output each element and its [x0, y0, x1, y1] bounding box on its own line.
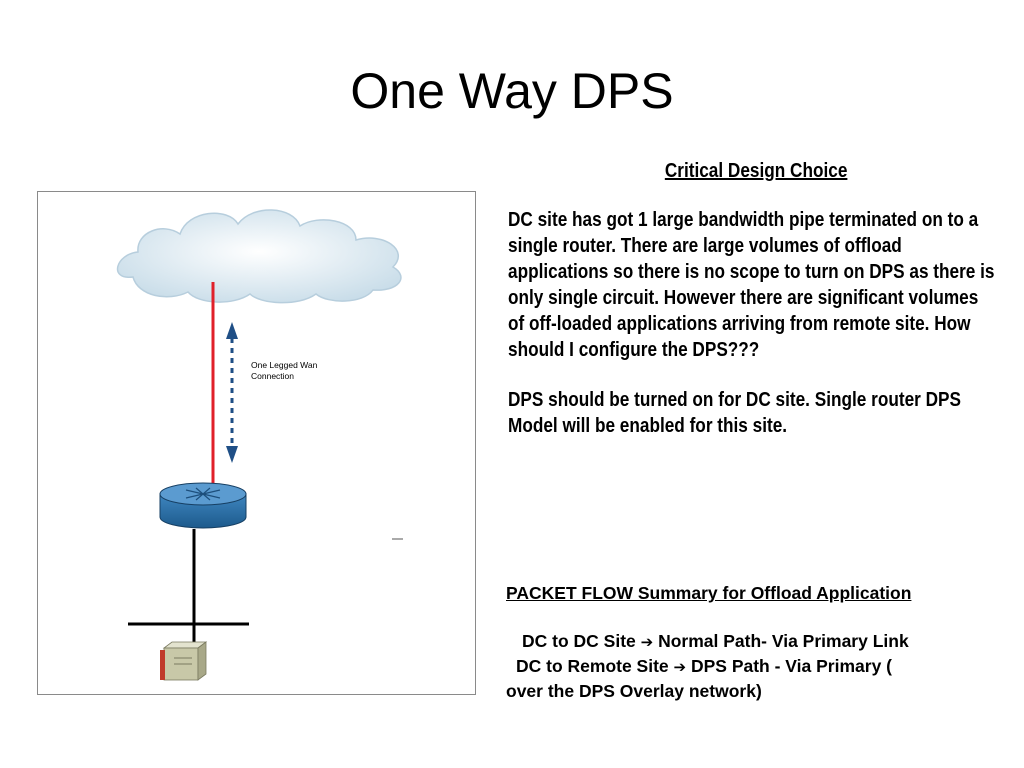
flow-line-dc-to-dc: DC to DC Site ➔ Normal Path- Via Primary… — [506, 629, 986, 654]
design-paragraph-question: DC site has got 1 large bandwidth pipe t… — [508, 209, 995, 361]
right-arrow-icon: ➔ — [673, 658, 687, 676]
cloud-icon — [116, 209, 402, 304]
link-label-line2: Connection — [251, 371, 294, 381]
flow-line-dc-to-remote: DC to Remote Site ➔ DPS Path - Via Prima… — [506, 654, 986, 679]
router-icon — [159, 482, 247, 529]
flow-line-overlay: over the DPS Overlay network) — [506, 681, 762, 701]
network-diagram: One Legged Wan Connection — [37, 191, 476, 695]
right-arrow-icon: ➔ — [640, 633, 654, 651]
flow-path-dps: DPS Path - Via Primary ( — [690, 656, 892, 676]
server-icon — [160, 641, 208, 681]
link-label-line1: One Legged Wan — [251, 360, 318, 370]
bidirectional-arrow-icon — [226, 322, 238, 463]
design-choice-heading: Critical Design Choice — [664, 160, 848, 182]
packet-flow-summary: PACKET FLOW Summary for Offload Applicat… — [506, 581, 986, 703]
design-paragraph-answer: DPS should be turned on for DC site. Sin… — [508, 389, 961, 437]
design-choice-panel: Critical Design Choice DC site has got 1… — [508, 160, 994, 463]
flow-source-remote: DC to Remote Site — [516, 656, 669, 676]
flow-source-dc: DC to DC Site — [522, 631, 636, 651]
flow-path-normal: Normal Path- Via Primary Link — [658, 631, 909, 651]
packet-flow-heading: PACKET FLOW Summary for Offload Applicat… — [506, 583, 912, 603]
slide-title: One Way DPS — [350, 63, 674, 119]
